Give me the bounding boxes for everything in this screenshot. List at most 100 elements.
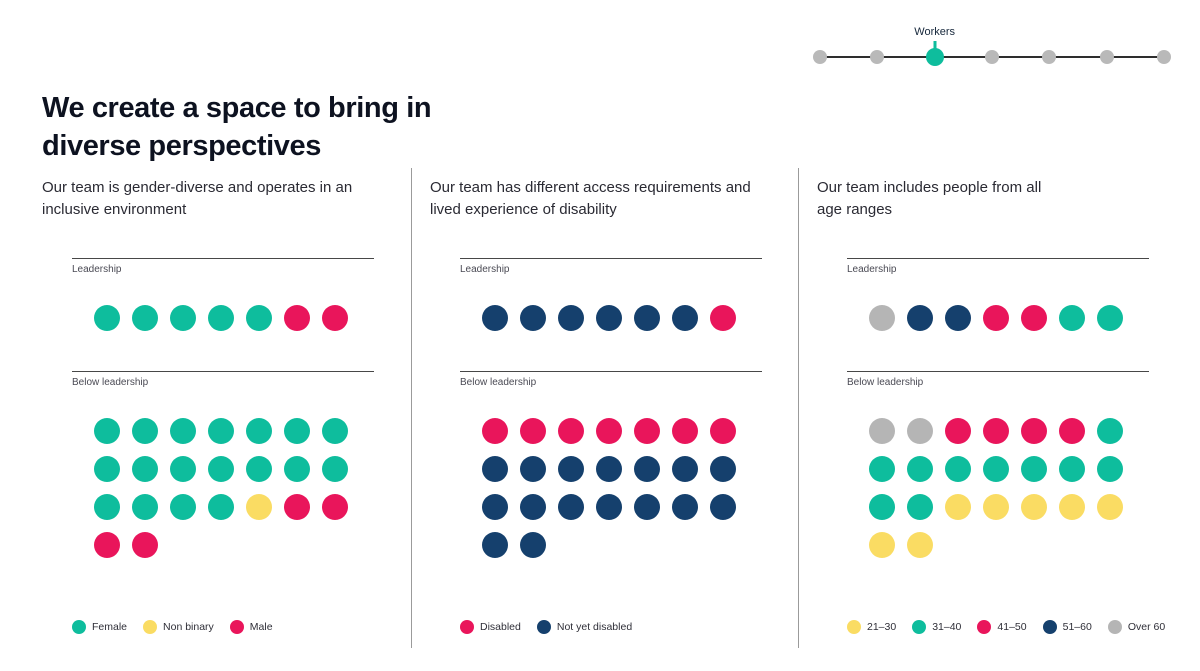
person-dot-teal (284, 418, 310, 444)
person-dot-navy (520, 532, 546, 558)
person-dot-navy (596, 494, 622, 520)
person-dot-navy (945, 305, 971, 331)
person-dot-teal (1097, 418, 1123, 444)
legend-item: Non binary (143, 620, 214, 634)
stepper-step[interactable] (1157, 50, 1171, 64)
panel-subtitle: Our team has different access requiremen… (430, 177, 770, 221)
person-dot-red (672, 418, 698, 444)
legend-label: 31–40 (932, 621, 962, 633)
dot-section: Leadership (72, 258, 374, 331)
person-dot-red (482, 418, 508, 444)
legend-item: 21–30 (847, 620, 896, 634)
stepper-label: Workers (914, 26, 956, 38)
person-dot-red (1021, 418, 1047, 444)
person-dot-teal (208, 494, 234, 520)
dot-row (94, 305, 374, 331)
person-dot-gray (869, 305, 895, 331)
legend-dot-red (977, 620, 992, 634)
panel: Our team has different access requiremen… (430, 177, 770, 671)
legend-item: Male (229, 620, 273, 634)
panel-subtitle-line: Our team has different access requiremen… (430, 179, 751, 196)
legend-item: Female (72, 620, 127, 634)
person-dot-teal (869, 494, 895, 520)
page-title: We create a space to bring in diverse pe… (42, 89, 432, 165)
stepper-step[interactable] (1099, 50, 1114, 64)
legend-label: Not yet disabled (556, 621, 633, 633)
legend-dot-gray (1107, 620, 1122, 634)
section-label: Below leadership (72, 377, 149, 388)
person-dot-red (1021, 305, 1047, 331)
person-dot-yellow (246, 494, 272, 520)
person-dot-navy (558, 305, 584, 331)
person-dot-yellow (1059, 494, 1085, 520)
legend-item: 41–50 (977, 620, 1027, 634)
person-dot-teal (132, 418, 158, 444)
legend-label: Male (249, 621, 273, 633)
person-dot-red (596, 418, 622, 444)
dot-grid (869, 305, 1149, 331)
person-dot-navy (634, 456, 660, 482)
person-dot-red (983, 418, 1009, 444)
person-dot-navy (710, 456, 736, 482)
panel-subtitle-line: lived experience of disability (430, 201, 617, 218)
column-divider (798, 168, 799, 648)
person-dot-red (1059, 418, 1085, 444)
person-dot-yellow (907, 532, 933, 558)
dot-row (482, 418, 762, 444)
column-divider (411, 168, 412, 648)
panel-subtitle: Our team is gender-diverse and operates … (42, 177, 382, 221)
dot-row (482, 305, 762, 331)
dot-row (869, 456, 1149, 482)
person-dot-teal (1097, 305, 1123, 331)
section-label: Leadership (847, 264, 897, 275)
page-title-line: diverse perspectives (42, 130, 321, 163)
dot-row (482, 456, 762, 482)
dot-section: Below leadership (847, 371, 1149, 558)
person-dot-teal (983, 456, 1009, 482)
legend-label: 21–30 (867, 621, 897, 633)
legend-item: 51–60 (1042, 620, 1092, 634)
stepper-step[interactable] (985, 50, 999, 64)
person-dot-teal (94, 456, 120, 482)
person-dot-teal (945, 456, 971, 482)
person-dot-teal (907, 494, 933, 520)
stepper: Workers (813, 26, 1171, 76)
stepper-step-active[interactable] (925, 48, 944, 66)
person-dot-yellow (983, 494, 1009, 520)
person-dot-red (634, 418, 660, 444)
person-dot-teal (170, 305, 196, 331)
stepper-step[interactable] (870, 50, 885, 64)
dot-grid (94, 418, 374, 558)
person-dot-red (710, 305, 736, 331)
person-dot-teal (284, 456, 310, 482)
person-dot-navy (482, 494, 508, 520)
person-dot-navy (520, 305, 546, 331)
dot-section: Below leadership (460, 371, 762, 558)
person-dot-yellow (945, 494, 971, 520)
person-dot-teal (132, 305, 158, 331)
person-dot-teal (94, 494, 120, 520)
legend-dot-navy (536, 620, 551, 634)
dot-section: Below leadership (72, 371, 374, 558)
person-dot-navy (907, 305, 933, 331)
stepper-step[interactable] (1042, 50, 1057, 64)
person-dot-teal (246, 456, 272, 482)
legend-label: Non binary (163, 621, 214, 633)
person-dot-navy (520, 494, 546, 520)
stepper-step[interactable] (813, 50, 827, 64)
person-dot-navy (482, 305, 508, 331)
dot-row (94, 494, 374, 520)
dot-row (94, 418, 374, 444)
legend-item: 31–40 (912, 620, 961, 634)
person-dot-navy (558, 494, 584, 520)
panel: Our team is gender-diverse and operates … (42, 177, 382, 671)
person-dot-yellow (1097, 494, 1123, 520)
person-dot-teal (869, 456, 895, 482)
legend-dot-teal (72, 620, 86, 634)
person-dot-teal (208, 456, 234, 482)
dot-grid (482, 305, 762, 331)
person-dot-red (945, 418, 971, 444)
person-dot-teal (1059, 305, 1085, 331)
